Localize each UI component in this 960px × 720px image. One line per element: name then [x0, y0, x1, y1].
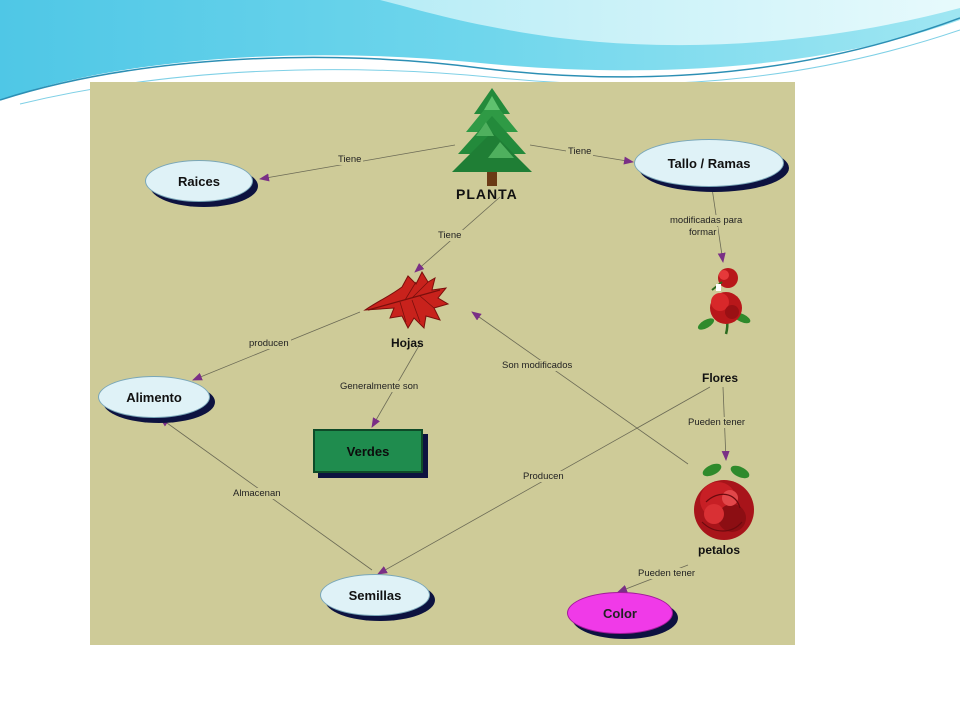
node-alimento[interactable]: Alimento	[98, 376, 210, 418]
node-raices[interactable]: Raices	[145, 160, 253, 202]
label-producen-alimento: producen	[247, 338, 291, 349]
edge-petalos-hojas	[471, 311, 689, 465]
label-tiene-raices: Tiene	[336, 154, 364, 165]
rose-stem-icon	[697, 268, 751, 335]
label-son-modificados: Son modificados	[500, 360, 575, 371]
label-modificadas-line1: modificadas para	[668, 215, 745, 226]
node-semillas[interactable]: Semillas	[320, 574, 430, 616]
label-producen-semillas: Producen	[521, 471, 566, 482]
node-petalos[interactable]: petalos	[698, 543, 741, 557]
label-tiene-hojas: Tiene	[436, 230, 464, 241]
leaf-icon	[363, 270, 450, 330]
label-almacenan: Almacenan	[231, 488, 283, 499]
label-generalmente-son: Generalmente son	[338, 381, 421, 392]
node-flores[interactable]: Flores	[702, 371, 739, 385]
node-color[interactable]: Color	[567, 592, 673, 634]
node-verdes[interactable]: Verdes	[313, 429, 423, 473]
label-pueden-tener-color: Pueden tener	[636, 568, 698, 579]
header-wave-banner	[0, 0, 960, 105]
tree-icon	[452, 88, 532, 186]
label-pueden-tener-petalos: Pueden tener	[686, 417, 748, 428]
node-tallo-ramas[interactable]: Tallo / Ramas	[634, 139, 784, 187]
label-tiene-tallo: Tiene	[566, 146, 594, 157]
rose-icon	[694, 463, 754, 540]
node-hojas[interactable]: Hojas	[391, 336, 424, 350]
label-modificadas-line2: formar	[687, 227, 719, 238]
node-planta[interactable]: PLANTA	[456, 186, 518, 202]
concept-map-panel: PLANTA Raices Tallo / Ramas Hojas Alimen…	[90, 82, 795, 645]
